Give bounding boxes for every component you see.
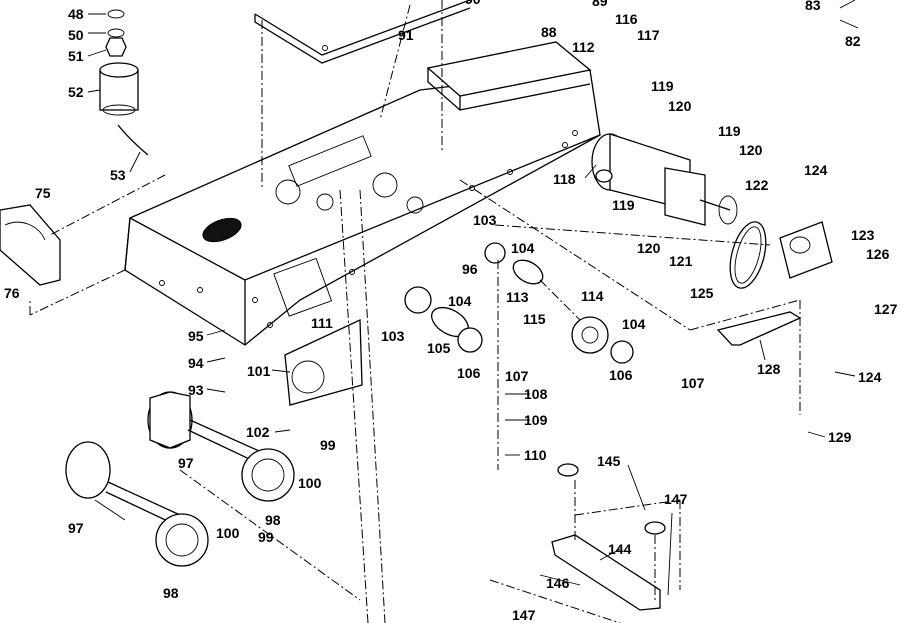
callout-127: 127 bbox=[874, 301, 898, 317]
callout-104-a: 104 bbox=[511, 240, 535, 256]
callout-95: 95 bbox=[188, 328, 204, 344]
callout-112: 112 bbox=[572, 39, 595, 55]
callout-88: 88 bbox=[541, 24, 557, 40]
left-side-parts bbox=[0, 9, 149, 286]
shaft-gears bbox=[404, 242, 634, 364]
callout-52: 52 bbox=[68, 84, 84, 100]
callout-120-c: 120 bbox=[637, 240, 661, 256]
callout-114: 114 bbox=[581, 288, 604, 304]
callout-124-bottom: 124 bbox=[858, 369, 882, 385]
callout-113: 113 bbox=[506, 289, 529, 305]
callout-107-right: 107 bbox=[681, 375, 705, 391]
callout-105: 105 bbox=[427, 340, 451, 356]
callout-90: 90 bbox=[465, 0, 481, 7]
callout-119-b: 119 bbox=[718, 123, 741, 139]
callout-97-lower: 97 bbox=[68, 520, 84, 536]
callout-96: 96 bbox=[462, 261, 478, 277]
callout-111: 111 bbox=[311, 315, 333, 331]
callout-53: 53 bbox=[110, 167, 126, 183]
callout-108: 108 bbox=[524, 386, 548, 402]
cup-bushing bbox=[99, 62, 139, 116]
callout-121: 121 bbox=[669, 253, 693, 269]
axle-hub-upper bbox=[147, 391, 295, 502]
callout-103-right: 103 bbox=[473, 212, 497, 228]
callout-100-lower: 100 bbox=[216, 525, 240, 541]
callout-122: 122 bbox=[745, 177, 769, 193]
callout-116: 116 bbox=[615, 11, 638, 27]
callout-117: 117 bbox=[637, 27, 660, 43]
callout-118: 118 bbox=[553, 171, 576, 187]
axle-hub-lower bbox=[65, 441, 209, 567]
callout-120-a: 120 bbox=[668, 98, 692, 114]
callout-144: 144 bbox=[608, 541, 632, 557]
callout-100-upper: 100 bbox=[298, 475, 322, 491]
callout-146: 146 bbox=[546, 575, 570, 591]
callout-83: 83 bbox=[805, 0, 821, 13]
callout-94: 94 bbox=[188, 355, 204, 371]
motor bbox=[591, 133, 731, 226]
callout-147-bottom: 147 bbox=[512, 607, 536, 623]
callout-128: 128 bbox=[757, 361, 781, 377]
callout-51: 51 bbox=[68, 48, 84, 64]
gear-cover-bracket bbox=[284, 318, 363, 406]
callout-145: 145 bbox=[597, 453, 621, 469]
callout-120-b: 120 bbox=[739, 142, 763, 158]
callout-123: 123 bbox=[851, 227, 875, 243]
callout-101: 101 bbox=[247, 363, 271, 379]
callout-147-top: 147 bbox=[664, 491, 688, 507]
callout-75: 75 bbox=[35, 185, 51, 201]
callout-98-lower: 98 bbox=[163, 585, 179, 601]
center-lines bbox=[29, 0, 801, 623]
callout-89: 89 bbox=[592, 0, 608, 9]
top-cover-plate bbox=[254, 0, 471, 64]
callout-104-c: 104 bbox=[622, 316, 646, 332]
callout-50: 50 bbox=[68, 27, 84, 43]
callout-97-upper: 97 bbox=[178, 455, 194, 471]
callout-99-upper: 99 bbox=[320, 437, 336, 453]
callout-93: 93 bbox=[188, 382, 204, 398]
callout-115: 115 bbox=[523, 311, 546, 327]
callout-102: 102 bbox=[246, 424, 270, 440]
callout-110: 110 bbox=[524, 447, 547, 463]
callout-82: 82 bbox=[845, 33, 861, 49]
callout-labels: 48 50 51 52 53 75 76 82 83 88 89 90 91 9… bbox=[4, 0, 898, 623]
callout-91: 91 bbox=[398, 27, 414, 43]
callout-103-left: 103 bbox=[381, 328, 405, 344]
callout-99-lower: 99 bbox=[258, 529, 274, 545]
callout-106-right: 106 bbox=[609, 367, 633, 383]
callout-98-upper: 98 bbox=[265, 512, 281, 528]
callout-119-a: 119 bbox=[651, 78, 674, 94]
callout-129: 129 bbox=[828, 429, 852, 445]
callout-126: 126 bbox=[866, 246, 890, 262]
callout-125: 125 bbox=[690, 285, 714, 301]
callout-48: 48 bbox=[68, 6, 84, 22]
callout-109: 109 bbox=[524, 412, 548, 428]
callout-124-top: 124 bbox=[804, 162, 828, 178]
callout-119-c: 119 bbox=[612, 197, 635, 213]
callout-104-b: 104 bbox=[448, 293, 472, 309]
leader-lines bbox=[87, 0, 859, 596]
logo-badge bbox=[202, 217, 242, 243]
belt-drive bbox=[716, 195, 833, 346]
main-housing bbox=[124, 41, 601, 346]
callout-107-left: 107 bbox=[505, 368, 529, 384]
callout-76: 76 bbox=[4, 285, 20, 301]
callout-106-left: 106 bbox=[457, 365, 481, 381]
